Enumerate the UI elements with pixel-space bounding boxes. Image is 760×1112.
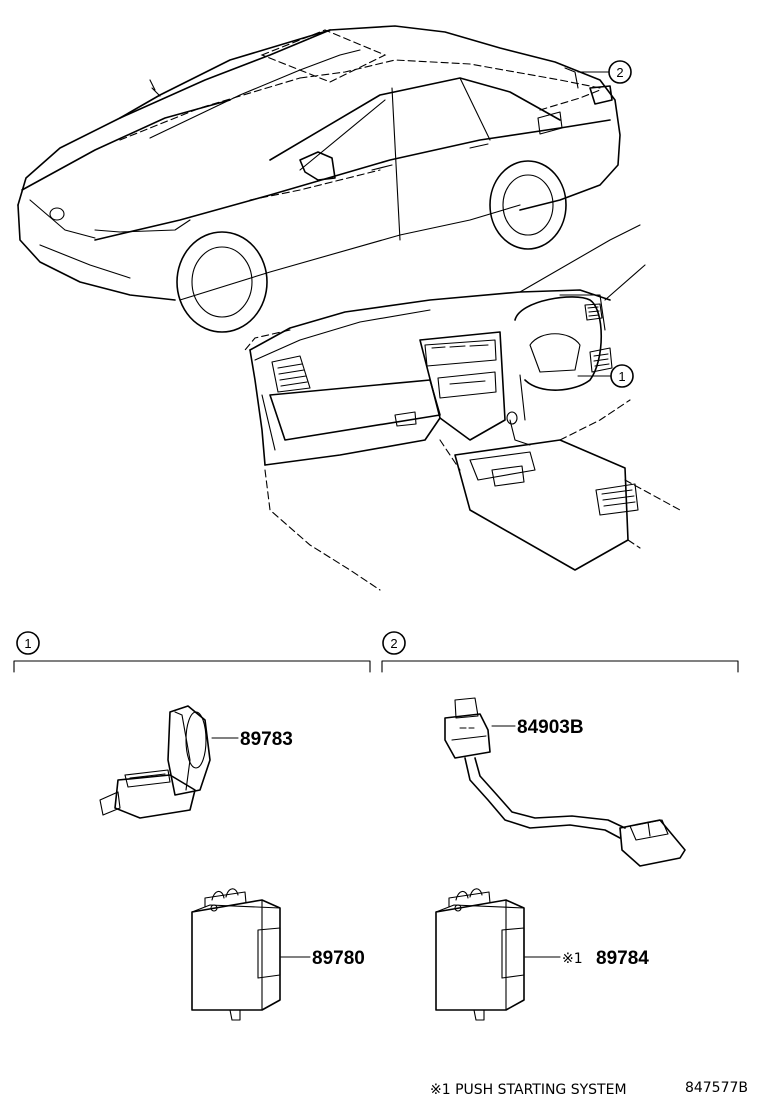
part-number-89784: 89784 <box>596 948 649 969</box>
callout-2-car: 2 <box>577 60 632 84</box>
group-2-header: 2 <box>381 631 739 673</box>
group-1-header: 1 <box>13 631 371 673</box>
callout-1-label: 1 <box>618 369 625 384</box>
group-1-badge: 1 <box>24 636 31 651</box>
ecu-module-icon-89784 <box>435 888 561 1021</box>
callout-1-dash: 1 <box>577 364 634 388</box>
callout-2-label: 2 <box>616 65 623 80</box>
part-number-89780: 89780 <box>312 948 365 969</box>
ecu-module-icon-89780 <box>191 888 311 1021</box>
car-illustration-icon <box>17 25 621 333</box>
switch-harness-icon <box>444 697 686 867</box>
dashboard-illustration-icon <box>244 224 681 591</box>
group-2-badge: 2 <box>390 636 397 651</box>
part-number-89783: 89783 <box>240 729 293 750</box>
sensor-bracket-icon <box>99 705 239 819</box>
figure-code: 847577B <box>685 1080 748 1096</box>
footnote: ※1 PUSH STARTING SYSTEM <box>430 1082 627 1098</box>
note-marker-89784: ※1 <box>562 951 583 967</box>
part-number-84903B: 84903B <box>517 717 584 738</box>
